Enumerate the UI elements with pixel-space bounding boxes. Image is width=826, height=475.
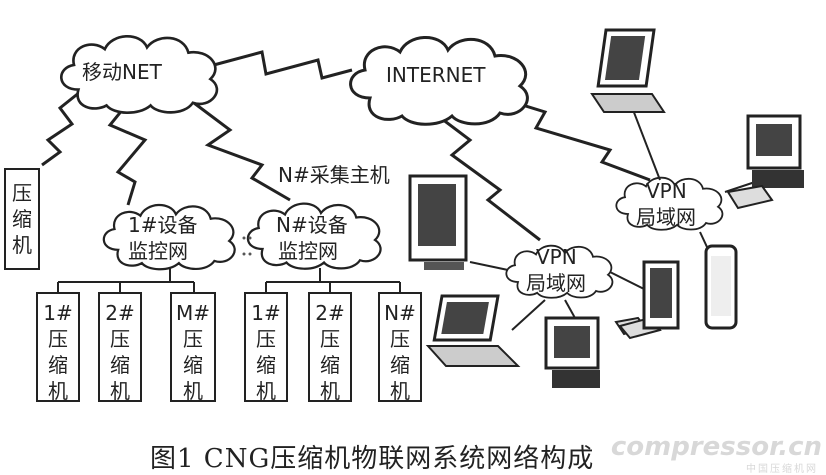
figure-caption: 图1 CNG压缩机物联网系统网络构成 xyxy=(150,444,595,474)
compressor-char: 机 xyxy=(48,379,68,403)
compressor-char: 机 xyxy=(110,379,130,403)
monitor-icon-2 xyxy=(642,260,680,330)
groupN-tree xyxy=(265,268,401,292)
link-mobile-siteN xyxy=(189,98,291,202)
link-mobile-internet xyxy=(209,50,353,80)
link-internet-vpn1 xyxy=(429,108,541,242)
compressor-box-gN-n: N# 压 缩 机 xyxy=(378,292,422,403)
watermark-logo: compressor.cn xyxy=(610,432,822,462)
compressor-box-g1-m: M# 压 缩 机 xyxy=(170,292,216,403)
compressor-id: M# xyxy=(175,301,210,325)
compressor-id: 1# xyxy=(43,301,73,325)
standalone-char-1: 压 xyxy=(12,181,32,205)
compressor-char: 压 xyxy=(320,327,340,351)
laptop-icon-2 xyxy=(590,28,666,113)
ellipsis-dots xyxy=(242,236,252,256)
cloud-label-vpn2-line2: 局域网 xyxy=(636,205,696,229)
compressor-id: 2# xyxy=(105,301,135,325)
cloud-label-siteN-line2: 监控网 xyxy=(278,239,338,263)
cloud-label-vpn1-line1: VPN xyxy=(536,245,577,269)
desktop-pc-icon xyxy=(544,316,648,388)
compressor-box-g1-1: 1# 压 缩 机 xyxy=(36,292,80,403)
compressor-char: 压 xyxy=(110,327,130,351)
compressor-box-gN-1: 1# 压 缩 机 xyxy=(244,292,288,403)
cloud-label-site1-line1: 1#设备 xyxy=(128,213,198,237)
cloud-label-mobile-net: 移动NET xyxy=(82,60,162,84)
compressor-char: 缩 xyxy=(390,353,410,377)
compressor-char: 缩 xyxy=(256,353,276,377)
tablet-icon xyxy=(704,244,738,330)
compressor-char: 缩 xyxy=(183,353,203,377)
compressor-id: 1# xyxy=(251,301,281,325)
cloud-label-vpn2-line1: VPN xyxy=(646,179,687,203)
cloud-label-site1-line2: 监控网 xyxy=(128,239,188,263)
cloud-label-siteN-line1: N#设备 xyxy=(276,213,348,237)
compressor-char: 压 xyxy=(390,327,410,351)
compressor-box-gN-2: 2# 压 缩 机 xyxy=(308,292,352,403)
compressor-char: 压 xyxy=(48,327,68,351)
link-mobile-compressor xyxy=(41,90,81,167)
watermark-subtitle: 中国压缩机网 xyxy=(746,464,818,475)
compressor-char: 缩 xyxy=(110,353,130,377)
keyboard-icon-2 xyxy=(726,184,774,210)
desktop-pc-icon-2 xyxy=(746,114,804,188)
cloud-label-internet: INTERNET xyxy=(386,63,486,87)
compressor-char: 机 xyxy=(183,379,203,403)
compressor-id: 2# xyxy=(315,301,345,325)
compressor-box-g1-2: 2# 压 缩 机 xyxy=(98,292,142,403)
compressor-char: 机 xyxy=(320,379,340,403)
wireless-links xyxy=(41,50,651,242)
compressor-id: N# xyxy=(384,301,416,325)
standalone-char-2: 缩 xyxy=(12,207,32,231)
collector-label: N#采集主机 xyxy=(278,163,390,187)
cloud-label-vpn1-line2: 局域网 xyxy=(526,271,586,295)
laptop-icon xyxy=(425,294,521,367)
compressor-char: 缩 xyxy=(48,353,68,377)
compressor-char: 压 xyxy=(183,327,203,351)
group1-tree xyxy=(57,268,195,292)
standalone-compressor-box: 压 缩 机 xyxy=(4,168,40,270)
compressor-char: 压 xyxy=(256,327,276,351)
compressor-char: 机 xyxy=(256,379,276,403)
compressor-char: 机 xyxy=(390,379,410,403)
standalone-char-3: 机 xyxy=(12,233,32,257)
link-mobile-site1 xyxy=(107,97,148,206)
link-internet-vpn2 xyxy=(479,90,651,182)
monitor-icon xyxy=(408,174,468,270)
compressor-char: 缩 xyxy=(320,353,340,377)
